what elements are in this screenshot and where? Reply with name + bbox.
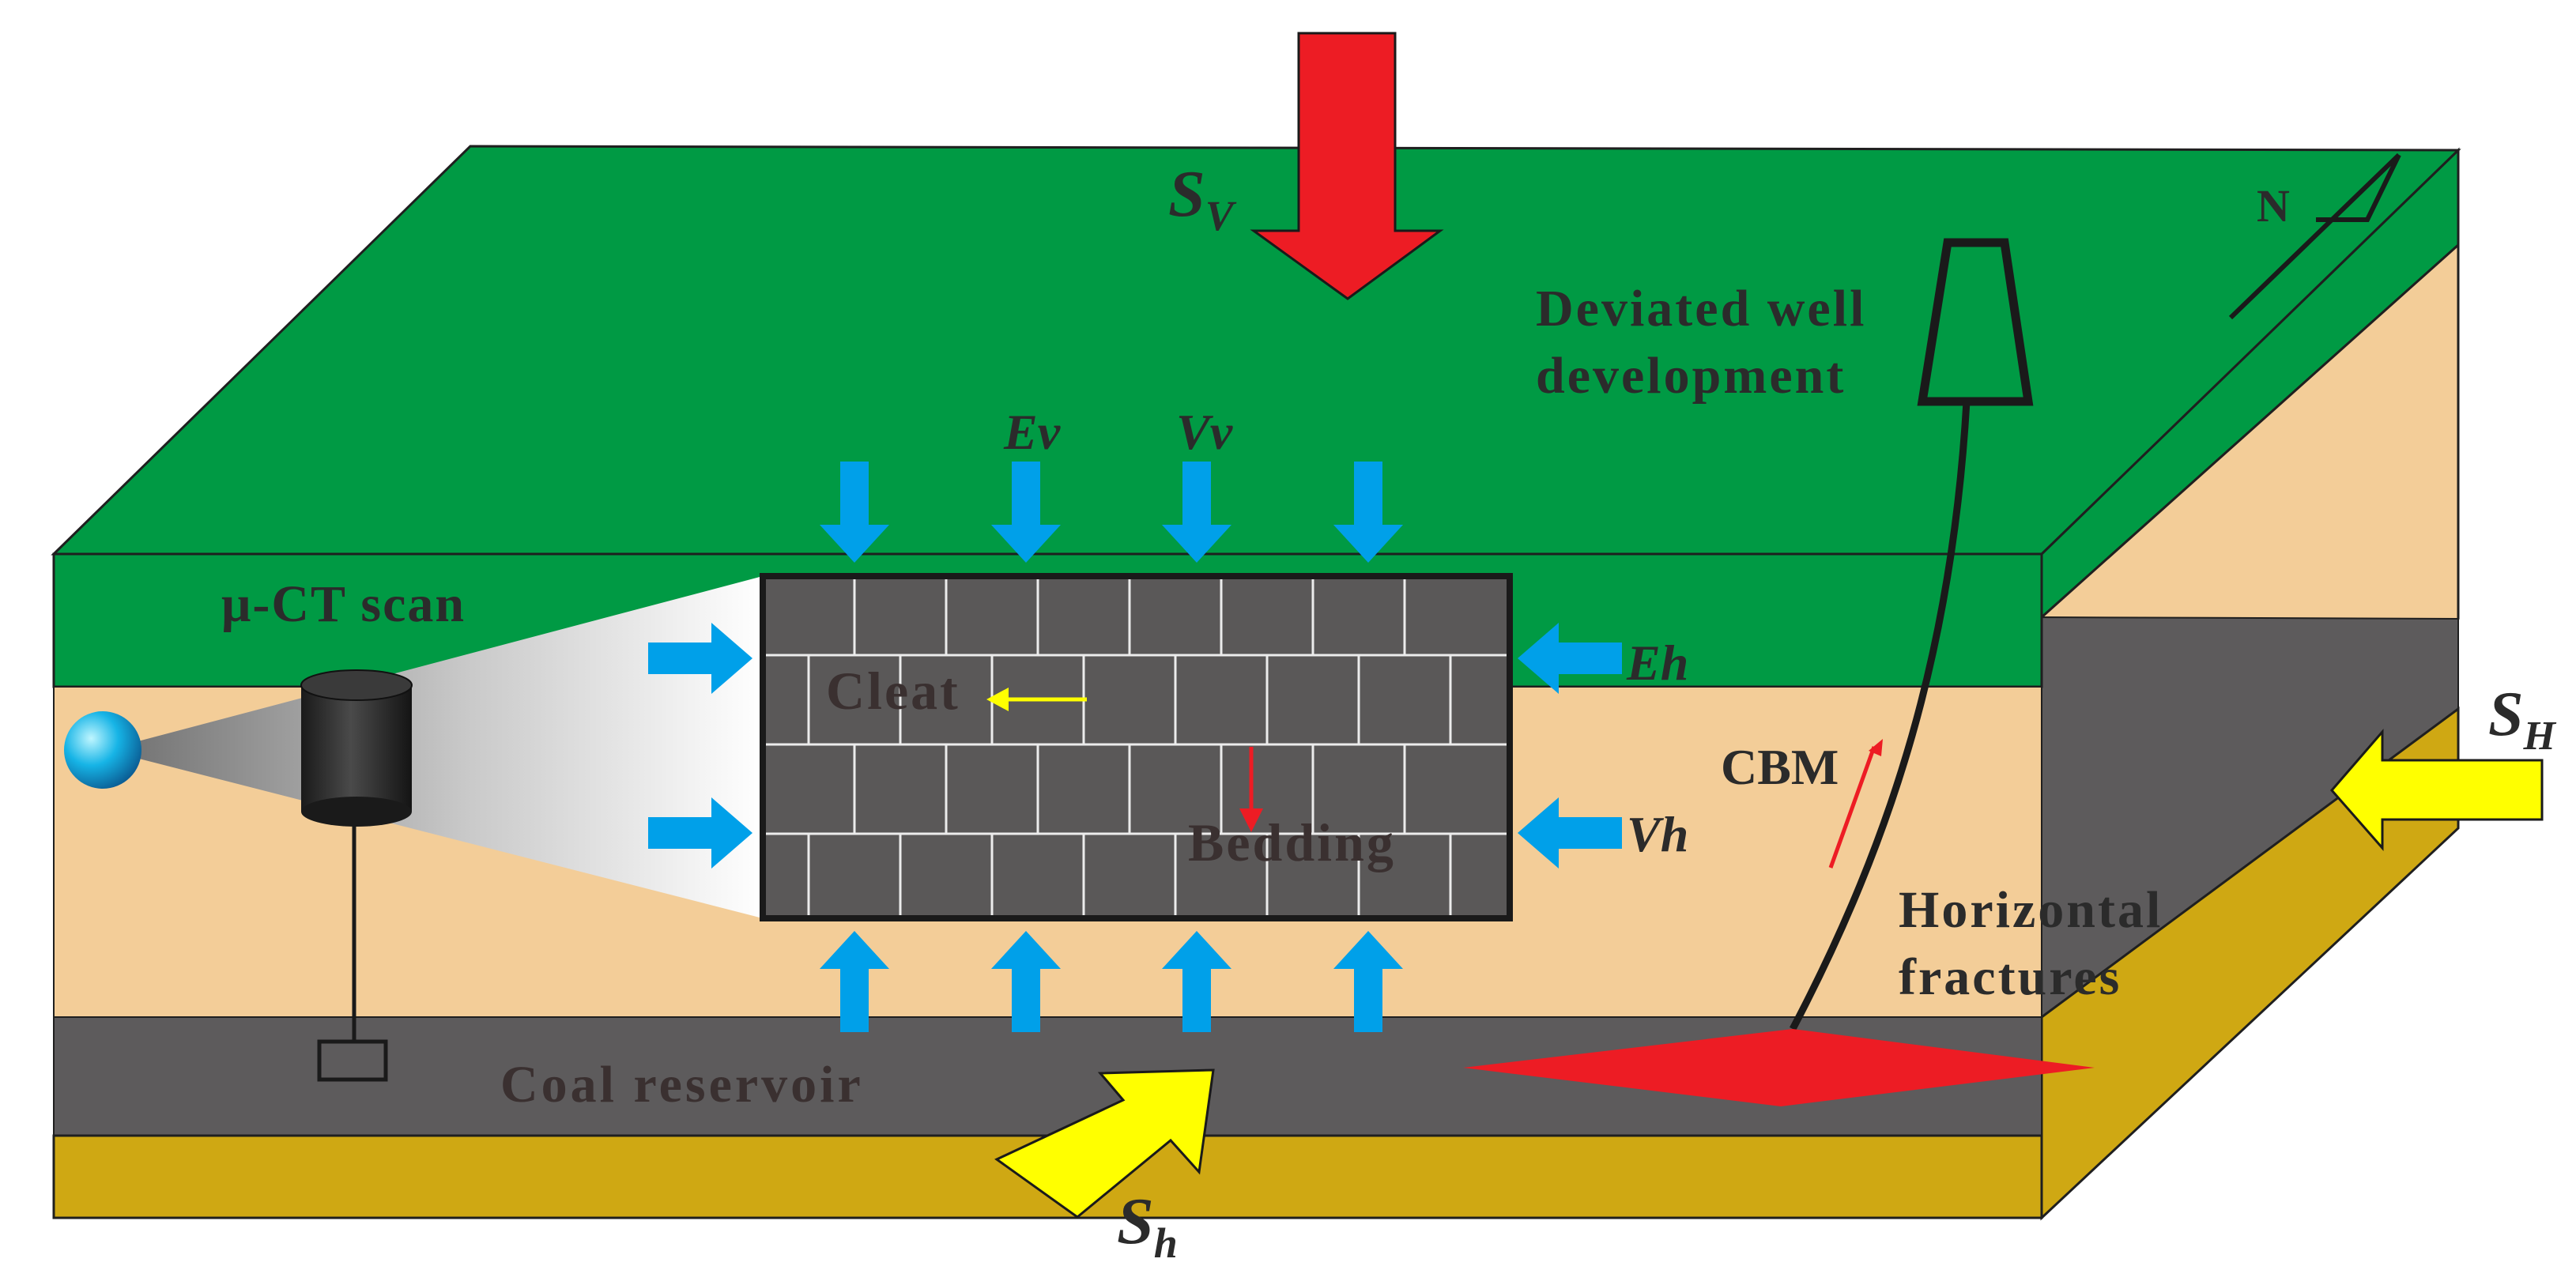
vh-label: Vh — [1627, 806, 1688, 862]
bedding-arrow-icon — [1239, 747, 1263, 832]
scanner-cylinder-icon — [300, 669, 413, 827]
coal-reservoir-label: Coal reservoir — [500, 1056, 864, 1114]
sh-lower-label-sub: h — [1154, 1219, 1178, 1267]
blue-arrow-up-1 — [820, 931, 889, 1032]
sh-upper-label: SH — [2488, 680, 2557, 759]
north-label: N — [2257, 180, 2290, 232]
sh-upper-label-sub: H — [2523, 714, 2557, 759]
xray-beam — [105, 576, 763, 918]
blue-arrow-left-2 — [1518, 797, 1622, 869]
blue-arrow-left-1 — [1518, 623, 1622, 694]
blue-arrows-bottom — [820, 931, 1403, 1032]
cleat-label: Cleat — [826, 661, 960, 721]
blue-arrow-down-3 — [1162, 462, 1231, 563]
sh-lower-label: Sh — [1117, 1185, 1178, 1267]
blue-arrow-right-2 — [648, 797, 752, 869]
block-side-face — [2040, 147, 2460, 1221]
horizontal-fractures-label: Horizontal fractures — [1899, 881, 2178, 1006]
horizontal-fractures-line1: Horizontal — [1899, 881, 2163, 939]
mu-ct-scan-label: μ-CT scan — [221, 575, 466, 633]
blue-arrow-up-2 — [991, 931, 1061, 1032]
sh-upper-label-main: S — [2488, 680, 2524, 749]
deviated-well-line1: Deviated well — [1536, 280, 1866, 337]
blue-arrow-down-4 — [1333, 462, 1403, 563]
horizontal-fractures-line2: fractures — [1899, 948, 2122, 1006]
wellbore-line — [1790, 401, 1971, 1031]
sv-arrow-icon — [1250, 32, 1444, 300]
scanner-base-icon — [317, 1039, 388, 1082]
bedding-label: Bedding — [1188, 812, 1396, 872]
cbm-label: CBM — [1721, 739, 1839, 795]
blue-arrow-up-4 — [1333, 931, 1403, 1032]
sv-label: SV — [1168, 157, 1237, 239]
blue-arrow-down-2 — [991, 462, 1061, 563]
blue-arrow-down-1 — [820, 462, 889, 563]
cleat-arrow-icon — [986, 688, 1087, 711]
ev-label: Ev — [1003, 404, 1061, 460]
coal-sample-body — [760, 573, 1513, 921]
deviated-well-label: Deviated well development — [1536, 280, 1882, 405]
blue-arrows-left — [648, 623, 752, 869]
blue-arrows-top — [820, 462, 1403, 563]
vv-label: Vv — [1176, 404, 1233, 460]
blue-arrows-right — [1518, 623, 1622, 869]
block-top-face — [51, 145, 2461, 556]
derrick-icon — [1917, 238, 2034, 406]
brick-joints — [763, 576, 1510, 918]
sh-lower-label-main: S — [1117, 1185, 1154, 1258]
sv-label-main: S — [1168, 157, 1205, 231]
north-arrow-icon — [2228, 153, 2401, 320]
cbm-flow-arrow-icon — [1828, 739, 1883, 869]
coal-sample-block — [760, 573, 1513, 921]
blue-arrow-right-1 — [648, 623, 752, 694]
horizontal-fracture-shape — [1463, 1029, 2095, 1106]
sv-label-sub: V — [1205, 192, 1237, 239]
deviated-well-line2: development — [1536, 347, 1846, 405]
sh-upper-arrow-icon — [2330, 728, 2544, 851]
eh-label: Eh — [1626, 635, 1688, 691]
xray-source-icon — [64, 711, 141, 789]
sh-lower-arrow-icon — [994, 1068, 1215, 1219]
blue-arrow-up-3 — [1162, 931, 1231, 1032]
